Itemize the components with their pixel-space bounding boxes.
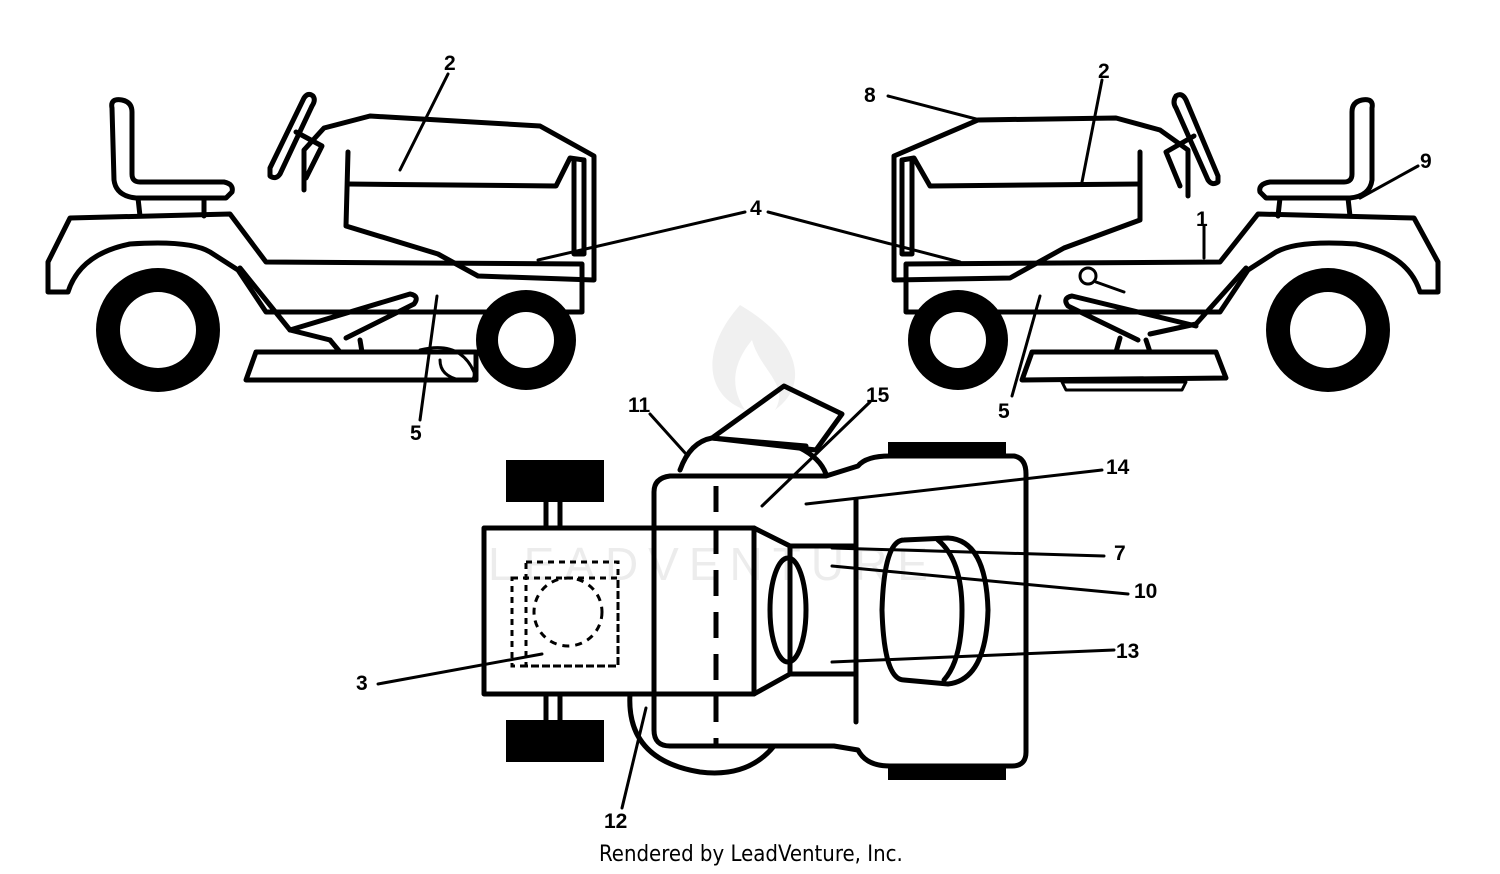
left-side-view-mower [45, 91, 597, 392]
callout-15: 15 [866, 384, 890, 407]
rendered-by-footer: Rendered by LeadVenture, Inc. [599, 842, 903, 867]
callout-8: 8 [864, 84, 876, 107]
callout-3: 3 [356, 672, 368, 695]
callout-4: 4 [750, 197, 762, 220]
callout-2-left: 2 [444, 52, 456, 75]
callout-7: 7 [1114, 542, 1126, 565]
callout-5-right: 5 [998, 400, 1010, 423]
right-side-view-mower [891, 92, 1441, 392]
callout-2-right: 2 [1098, 60, 1110, 83]
callout-11: 11 [628, 394, 651, 417]
callout-12: 12 [604, 810, 627, 833]
callout-9: 9 [1420, 150, 1432, 173]
callout-5-left: 5 [410, 422, 422, 445]
callout-1: 1 [1196, 208, 1208, 231]
callout-13: 13 [1116, 640, 1139, 663]
top-view-mower [481, 383, 1029, 780]
callout-14: 14 [1106, 456, 1130, 479]
watermark-text: LEADVENTURE [488, 538, 938, 590]
callout-10: 10 [1134, 580, 1157, 603]
